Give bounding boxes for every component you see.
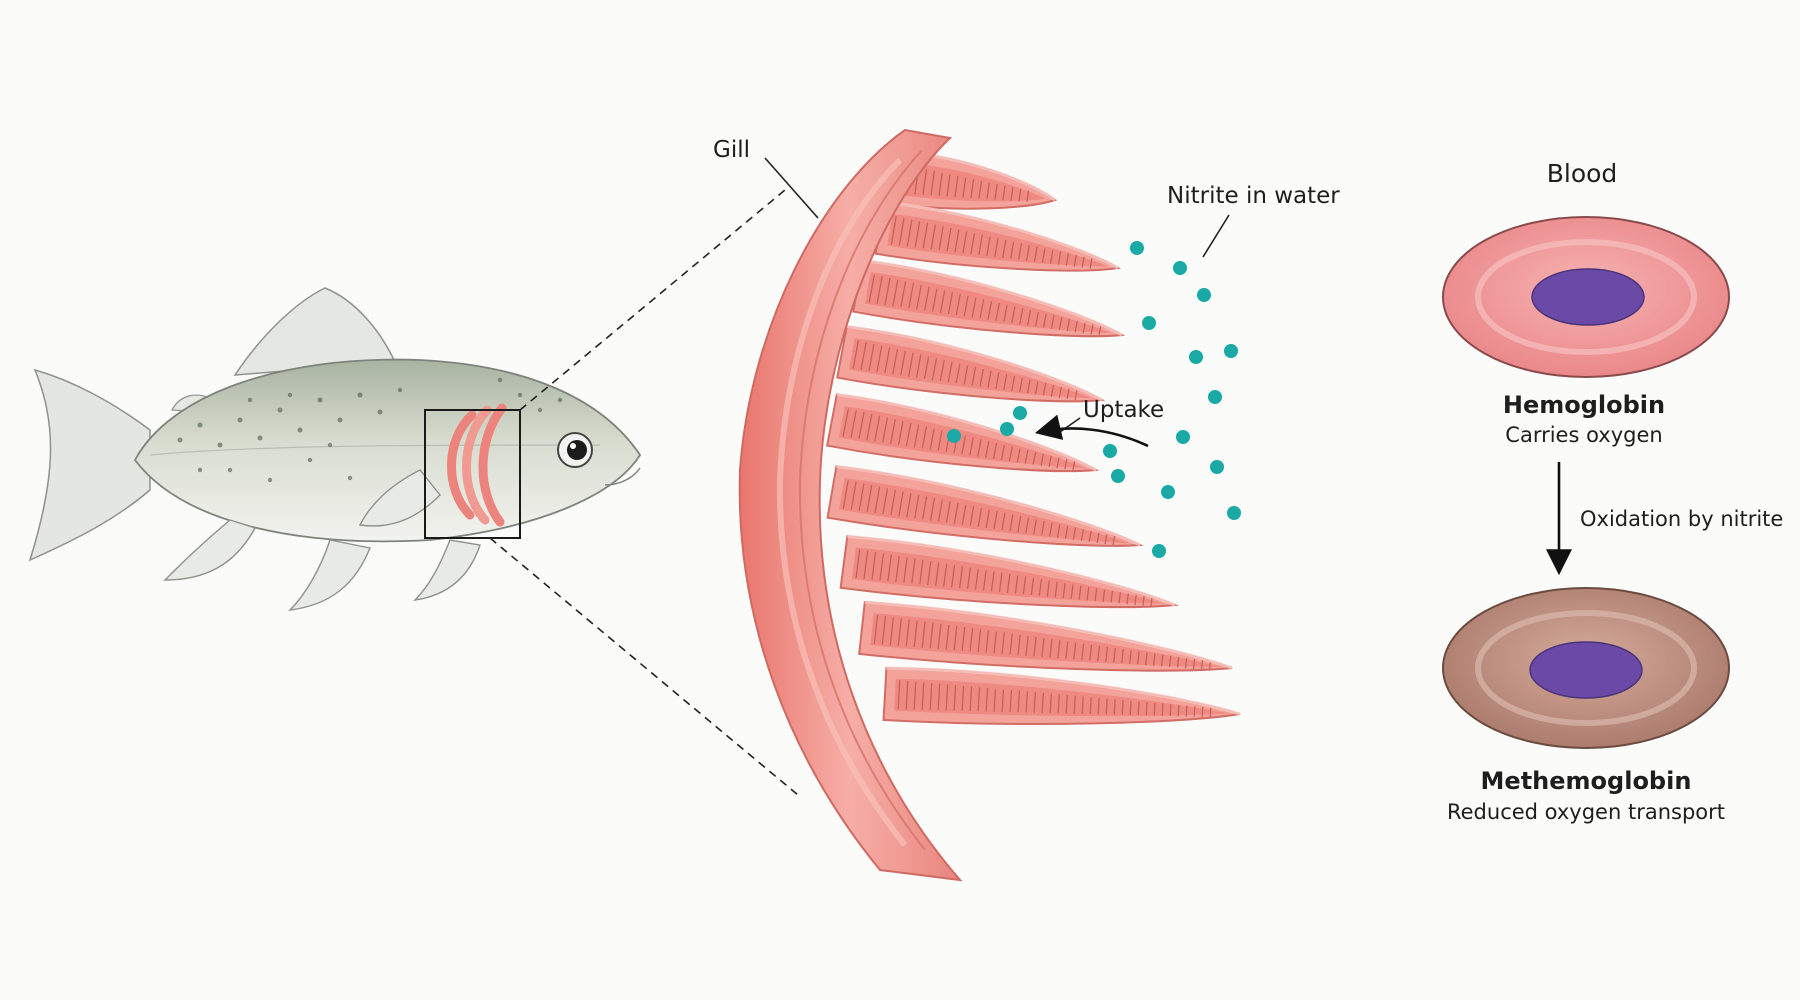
fish-tail <box>28 368 151 562</box>
fish-anal-fin <box>163 519 257 581</box>
nitrite-label-leader <box>1202 214 1230 258</box>
gill-illustration <box>738 128 1241 882</box>
oxidation-label: Oxidation by nitrite <box>1580 507 1783 531</box>
fish-dorsal-fin <box>233 287 397 376</box>
fish-pupil <box>567 440 587 460</box>
fish-rear-fin <box>413 539 481 601</box>
fish-body <box>133 358 642 543</box>
fish-spots <box>177 377 563 483</box>
methemoglobin-caption: Reduced oxygen transport <box>1447 800 1725 824</box>
methemoglobin-cell <box>1442 587 1730 749</box>
gill-zoom-box <box>424 409 521 539</box>
fish-pectoral-fin <box>358 469 441 527</box>
nitrite-dot <box>1176 430 1190 444</box>
hemoglobin-label: Hemoglobin <box>1503 391 1665 419</box>
blood-title: Blood <box>1547 159 1618 188</box>
hemoglobin-caption: Carries oxygen <box>1505 423 1662 447</box>
gill-filament <box>858 600 1233 672</box>
nitrite-dot <box>1130 241 1144 255</box>
nitrite-dot <box>1161 485 1175 499</box>
nitrite-label: Nitrite in water <box>1167 183 1340 209</box>
nitrite-dot <box>1111 469 1125 483</box>
nitrite-dot <box>1227 506 1241 520</box>
nitrite-dot <box>1210 460 1224 474</box>
hemoglobin-nucleus <box>1531 268 1645 326</box>
nitrite-dot <box>1013 406 1027 420</box>
gill-filament <box>882 666 1241 725</box>
gill-filament <box>825 392 1100 473</box>
gill-label: Gill <box>713 137 750 163</box>
gill-arch <box>738 128 963 882</box>
gill-filament <box>836 324 1106 403</box>
fish-lateral-line <box>149 444 601 456</box>
nitrite-dot <box>1000 422 1014 436</box>
gill-filament <box>839 534 1179 609</box>
methemoglobin-nucleus <box>1529 641 1643 699</box>
hemoglobin-cell <box>1442 216 1730 378</box>
gill-label-leader <box>764 157 819 219</box>
zoom-line-bottom <box>489 537 799 796</box>
fish-mouth <box>604 467 641 486</box>
nitrite-dot <box>947 429 961 443</box>
gill-arch-highlight <box>776 157 908 847</box>
fish-gill-patch <box>447 403 507 527</box>
nitrite-dot <box>1103 444 1117 458</box>
gill-filament <box>826 464 1144 547</box>
methemoglobin-label: Methemoglobin <box>1481 767 1692 795</box>
nitrite-dot <box>1152 544 1166 558</box>
nitrite-dot <box>1224 344 1238 358</box>
nitrite-dot <box>1142 316 1156 330</box>
blood-panel: Blood Hemoglobin Carries oxygen Oxidatio… <box>1442 159 1783 824</box>
nitrite-dot <box>1197 288 1211 302</box>
fish-illustration <box>28 287 642 611</box>
gill-filaments <box>825 150 1241 725</box>
uptake-label: Uptake <box>1083 397 1164 423</box>
gill-filament <box>852 258 1126 338</box>
nitrite-dot <box>1173 261 1187 275</box>
zoom-line-top <box>519 189 786 411</box>
nitrite-particles <box>947 241 1241 558</box>
nitrite-dot <box>1208 390 1222 404</box>
uptake-arrow <box>1034 414 1149 448</box>
nitrite-dot <box>1189 350 1203 364</box>
fish-pelvic-fin <box>288 539 371 611</box>
gill-filament <box>874 200 1121 272</box>
